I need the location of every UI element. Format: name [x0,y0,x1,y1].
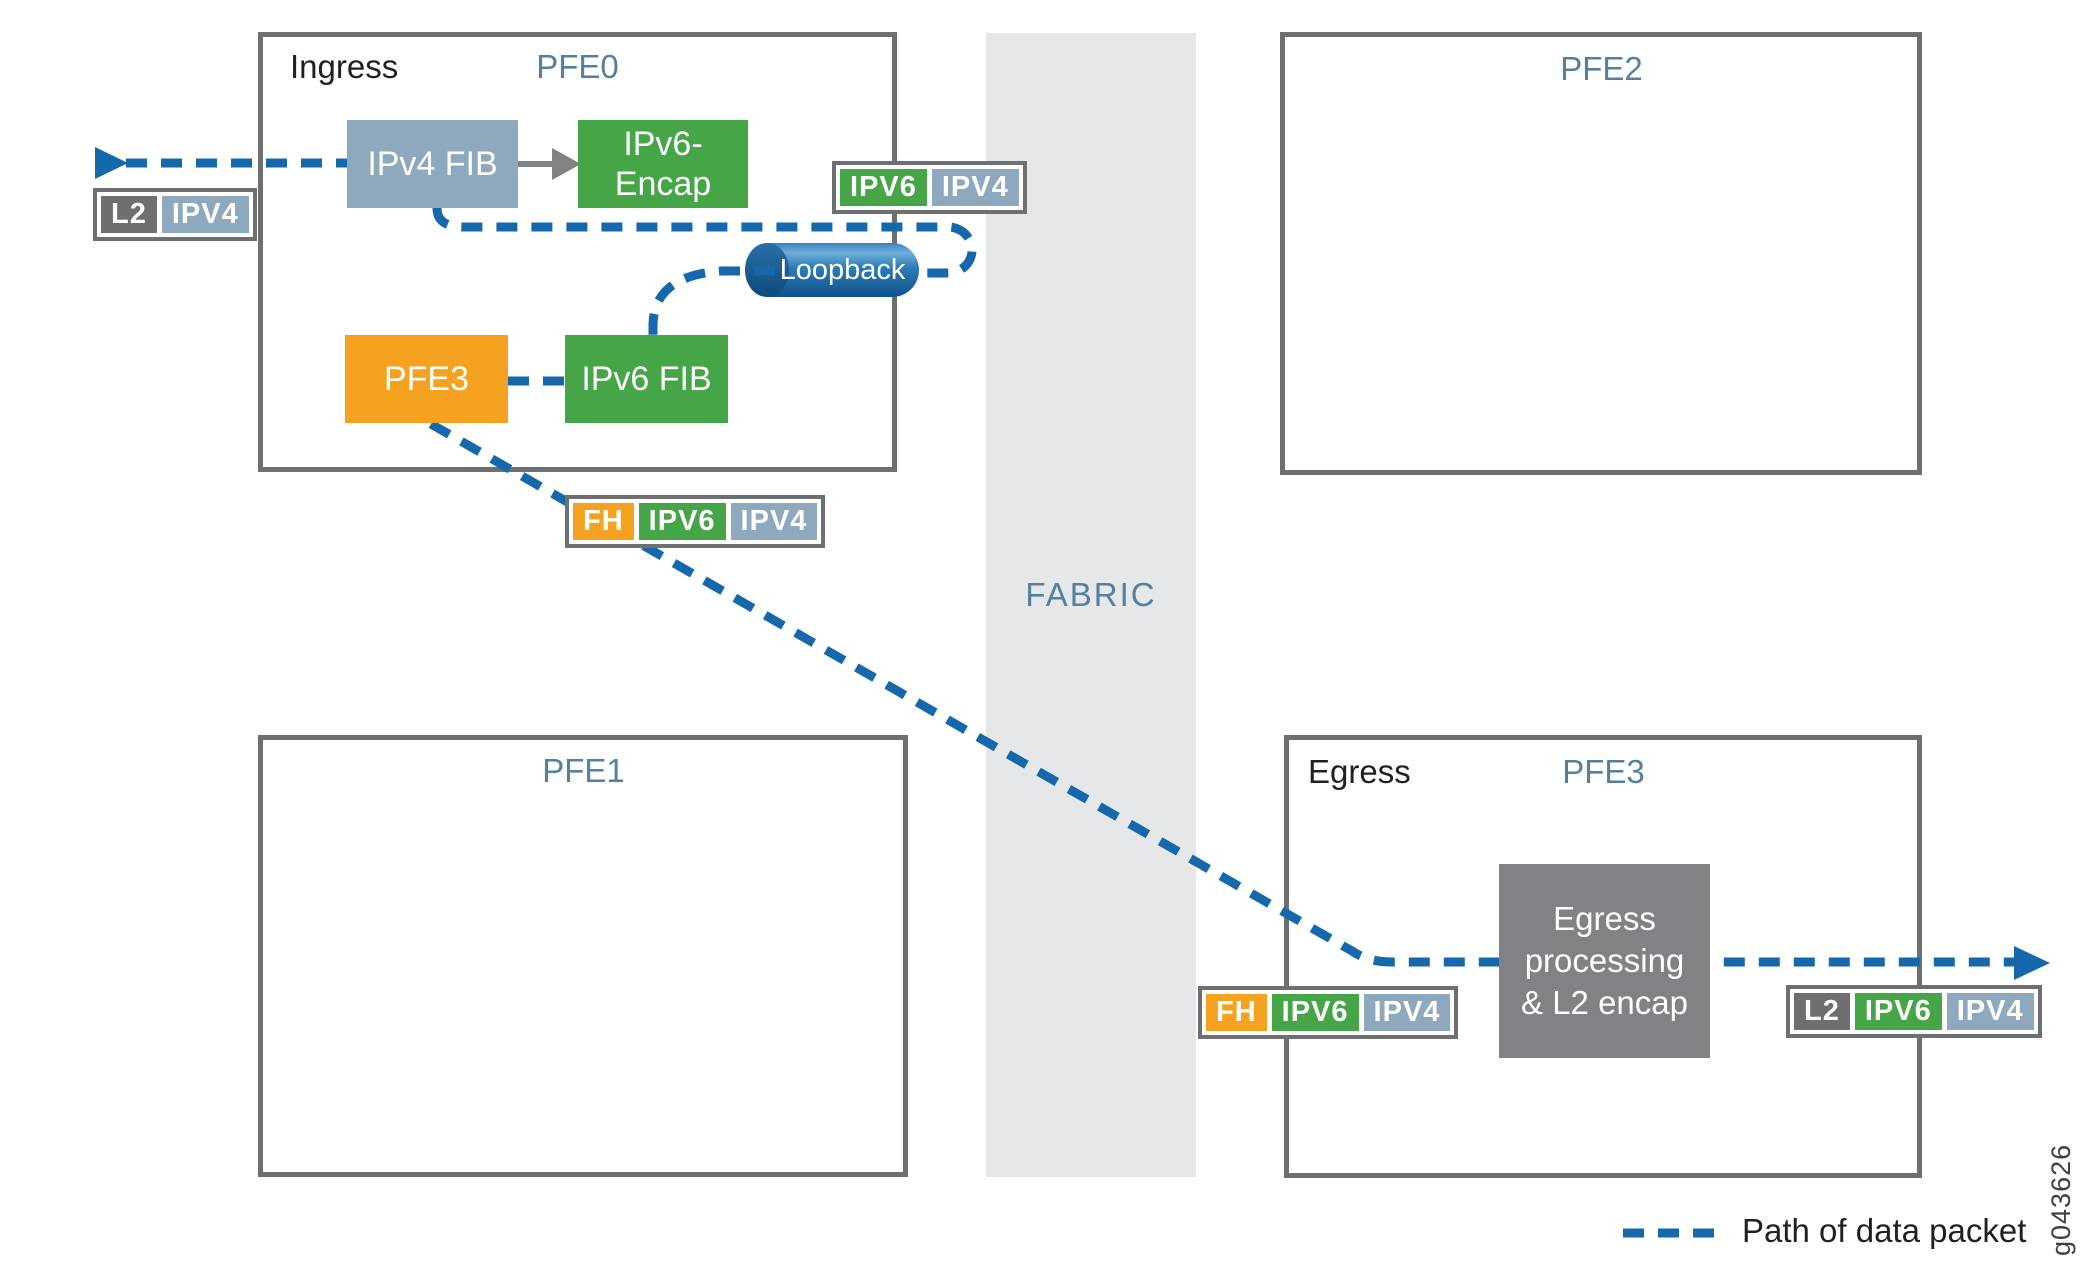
ipv6-fib-label: IPv6 FIB [581,360,712,398]
pfe2-box [1280,32,1922,475]
packet-segment-ipv4: IPV4 [931,169,1019,206]
pfe3-lookup-block: PFE3 [345,335,508,423]
packet-segment-l2: L2 [101,196,157,233]
fabric-band [986,33,1196,1177]
pfe1-box [258,735,908,1177]
fabric-label: FABRIC [1025,576,1157,613]
pfe0-title: PFE0 [536,48,619,85]
packet-path-loop [432,207,977,278]
pfe1-title: PFE1 [542,752,625,789]
legend-label: Path of data packet [1742,1212,2027,1249]
packet-segment-fh: FH [1206,994,1267,1031]
loopback-label: Loopback [779,253,906,286]
lookup-arrowhead-icon [552,148,581,180]
packet-segment-ipv4: IPV4 [730,503,818,540]
ipv4-fib-block: IPv4 FIB [347,120,518,208]
ipv6-encap-label-line2: Encap [614,165,712,203]
packet-label-after-encap: IPV6 IPV4 [832,161,1027,214]
packet-label-ingress: L2 IPV4 [93,188,257,241]
egress-processing-line3: & L2 encap [1521,984,1688,1021]
packet-segment-ipv6: IPV6 [638,503,726,540]
packet-path-egress [428,420,2016,967]
ipv6-encap-label-line1: IPv6- [623,125,703,163]
packet-label-from-fabric: FH IPV6 IPV4 [1198,986,1459,1039]
pfe2-title: PFE2 [1560,50,1643,87]
packet-segment-ipv4: IPV4 [161,196,249,233]
packet-path-loopback-exit [648,266,775,337]
egress-processing-block: Egress processing & L2 encap [1499,864,1710,1058]
end-arrowhead-icon [2014,946,2050,980]
ingress-label: Ingress [290,48,399,85]
egress-processing-line1: Egress [1553,900,1656,937]
packet-segment-ipv4: IPV4 [1946,993,2034,1030]
packet-segment-ipv6: IPV6 [840,169,927,206]
packet-segment-ipv6: IPV6 [1854,993,1942,1030]
ipv6-encap-block: IPv6- Encap [578,120,748,208]
egress-label: Egress [1308,753,1411,790]
packet-segment-ipv6: IPV6 [1271,994,1359,1031]
start-arrowhead-icon [95,147,128,179]
pfe3-title: PFE3 [1562,753,1645,790]
packet-label-to-fabric: FH IPV6 IPV4 [565,495,826,548]
packet-segment-ipv4: IPV4 [1363,994,1451,1031]
ipv4-fib-label: IPv4 FIB [367,145,498,183]
packet-segment-l2: L2 [1794,993,1850,1030]
egress-processing-line2: processing [1524,942,1685,979]
ipv6-fib-block: IPv6 FIB [565,335,728,423]
pfe3-lookup-label: PFE3 [383,360,470,398]
pfe3-egress-box [1284,735,1922,1178]
packet-label-egress-out: L2 IPV6 IPV4 [1786,985,2042,1038]
packet-segment-fh: FH [573,503,634,540]
